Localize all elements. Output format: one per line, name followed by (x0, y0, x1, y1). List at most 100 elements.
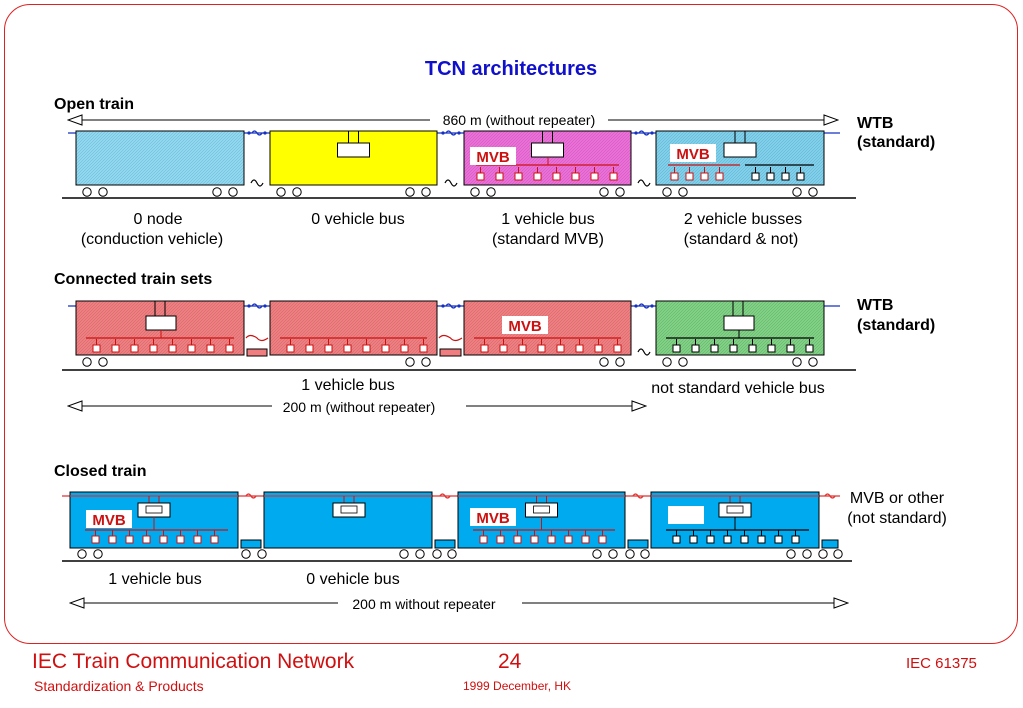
device (210, 535, 219, 544)
device (740, 535, 749, 544)
bus-coupler (251, 303, 263, 309)
device (556, 344, 565, 353)
bus-terminal (441, 131, 445, 135)
device (547, 535, 556, 544)
device (362, 344, 371, 353)
bus-terminal (247, 304, 251, 308)
wheel (98, 187, 108, 197)
device (751, 172, 760, 181)
bus-coupler (445, 130, 457, 136)
footer-standard: IEC 61375 (906, 655, 977, 672)
wheel (98, 357, 108, 367)
connected-wtb-label-2: (standard) (857, 317, 935, 334)
device (159, 535, 168, 544)
device (805, 344, 814, 353)
footer-date: 1999 December, HK (463, 679, 572, 693)
device (496, 535, 505, 544)
slide-frame (4, 4, 1018, 644)
rigid-coupler (434, 539, 456, 549)
closed-car-3: MVB (457, 491, 626, 559)
wheel (77, 549, 87, 559)
wheel (599, 357, 609, 367)
node-box (145, 315, 177, 331)
closed-span-arrow: 200 m without repeater (70, 596, 848, 612)
bus-coupler (439, 493, 451, 499)
connected-span-label: 200 m (without repeater) (283, 399, 436, 415)
bus-terminal (457, 131, 461, 135)
blank-label (668, 506, 704, 524)
closed-bus-label: MVB or other (850, 490, 945, 507)
node-box (723, 142, 757, 158)
device (598, 535, 607, 544)
wheel (486, 187, 496, 197)
connected-label-left: 1 vehicle bus (301, 377, 394, 394)
device (193, 535, 202, 544)
bus-coupler (638, 130, 650, 136)
wheel (405, 187, 415, 197)
coupling (637, 348, 651, 356)
device (111, 344, 120, 353)
device (594, 344, 603, 353)
wheel (608, 549, 618, 559)
page-title: TCN architectures (425, 58, 597, 80)
wheel (678, 357, 688, 367)
device (672, 535, 681, 544)
wheel (405, 357, 415, 367)
wheel (802, 549, 812, 559)
device (480, 344, 489, 353)
bus-coupler (638, 303, 650, 309)
bus-coupler (245, 493, 257, 499)
node-inner (533, 505, 550, 514)
device (691, 344, 700, 353)
open-car-1 (75, 130, 245, 197)
mvb-label-bg (470, 508, 516, 526)
closed-car-4 (650, 491, 820, 559)
connected-span-arrow: 200 m (without repeater) (68, 399, 646, 415)
connected-wtb-label: WTB (857, 297, 893, 314)
device (206, 344, 215, 353)
coupling (250, 179, 264, 187)
car-label: (standard & not) (684, 231, 799, 248)
bus-terminal (650, 131, 654, 135)
car-hatch (76, 131, 244, 185)
device (710, 344, 719, 353)
device (766, 172, 775, 181)
closed-span-label: 200 m without repeater (352, 596, 496, 612)
bus-terminal (441, 304, 445, 308)
device (514, 172, 523, 181)
device (781, 172, 790, 181)
device (774, 535, 783, 544)
device (324, 344, 333, 353)
device (130, 344, 139, 353)
wheel (212, 187, 222, 197)
device (581, 535, 590, 544)
device (786, 344, 795, 353)
open-wtb-label: WTB (857, 115, 893, 132)
wheel (833, 549, 843, 559)
car-label: 0 vehicle bus (311, 211, 404, 228)
device (757, 535, 766, 544)
connected-car-1 (75, 300, 245, 367)
device (613, 344, 622, 353)
mvb-label: MVB (476, 149, 510, 166)
device (609, 172, 618, 181)
device (343, 344, 352, 353)
wheel (470, 187, 480, 197)
open-car-2 (269, 130, 438, 197)
car-body (269, 130, 438, 186)
device (715, 172, 724, 181)
wheel (82, 357, 92, 367)
wheel (792, 357, 802, 367)
coupling (444, 179, 458, 187)
device (92, 344, 101, 353)
connected-car-2 (269, 300, 438, 367)
bus-coupler (632, 493, 644, 499)
wheel (399, 549, 409, 559)
device (225, 344, 234, 353)
wheel (228, 187, 238, 197)
open-car-labels: 0 node (conduction vehicle) 0 vehicle bu… (81, 211, 802, 248)
coupling (637, 179, 651, 187)
device (723, 535, 732, 544)
device (149, 344, 158, 353)
car-label: 2 vehicle busses (684, 211, 802, 228)
